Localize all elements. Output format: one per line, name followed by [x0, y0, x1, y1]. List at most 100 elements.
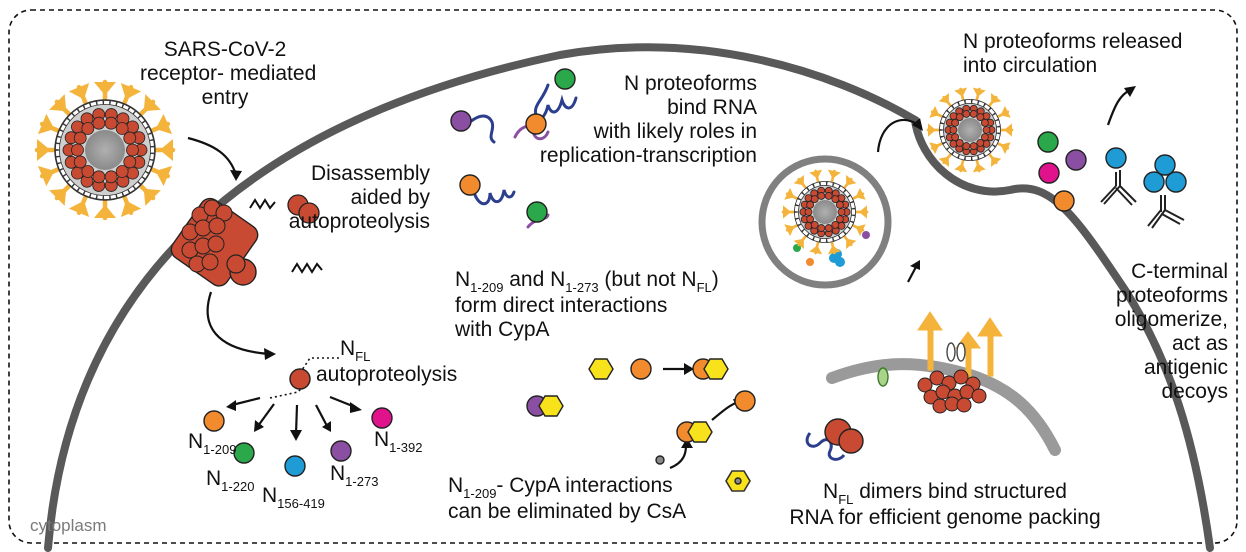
nucleocapsid-unit [817, 224, 826, 232]
dotted-nfl-line [299, 357, 340, 374]
membrane-protein [991, 113, 1000, 122]
nucleocapsid-unit [962, 110, 971, 118]
spike-head [783, 205, 791, 219]
spike-head [938, 156, 949, 167]
nucleocapsid-unit [123, 155, 137, 169]
membrane-protein [109, 100, 118, 107]
membrane-protein [149, 139, 155, 148]
membrane-protein [994, 132, 1001, 141]
membrane-protein [842, 226, 851, 235]
released-proteoforms [1037, 131, 1187, 212]
membrane-protein [938, 123, 945, 131]
virion-in-vesicle [781, 169, 869, 255]
membrane-protein [849, 214, 856, 223]
spike-head [846, 238, 857, 249]
membrane-protein [55, 136, 62, 144]
viral-core [958, 118, 982, 142]
nucleocapsid-unit [969, 142, 978, 150]
spike-head [120, 200, 142, 218]
membrane-protein [842, 189, 851, 198]
nucleocapsid-unit [73, 131, 87, 145]
nucleocapsid-unit [837, 221, 846, 230]
disassembly-label: Disassembly aided by autoproteolysis [288, 162, 430, 233]
membrane-protein [59, 123, 67, 132]
nucleocapsid-unit [81, 122, 95, 135]
spike-head [49, 94, 67, 112]
membrane-protein [121, 189, 130, 197]
membrane-protein [982, 103, 992, 112]
membrane-protein [957, 154, 966, 161]
nucleocapsid-unit [810, 195, 819, 203]
membrane-protein [971, 155, 979, 162]
spike-head [793, 238, 804, 249]
spike-head [143, 94, 161, 112]
membrane-protein [837, 185, 847, 194]
spike-head [827, 245, 841, 255]
membrane-protein [66, 112, 75, 122]
virion-budding [926, 87, 1014, 173]
membrane-protein [141, 171, 150, 180]
spike-head [991, 93, 1002, 104]
nucleocapsid-unit [982, 126, 991, 134]
nucleocapsid-unit [831, 221, 840, 229]
membrane-protein [77, 105, 86, 113]
spike-head [859, 205, 867, 219]
membrane-protein [801, 187, 810, 196]
spike-head [143, 188, 161, 206]
nucleocapsid-unit [982, 139, 991, 148]
nucleocapsid-unit [804, 208, 813, 216]
membrane-protein [96, 194, 104, 200]
spike-head [793, 175, 804, 186]
nucleocapsid-unit [207, 235, 225, 253]
membrane-protein [794, 198, 802, 207]
nucleocapsid-unit [976, 113, 985, 121]
nucleocapsid-unit [837, 208, 846, 216]
nucleocapsid-unit [969, 110, 978, 118]
membrane-protein [149, 152, 155, 161]
nucleocapsid-unit [215, 204, 233, 222]
nfl-label: NFL [340, 337, 371, 364]
fragment-label-n156-419: N156-419 [262, 484, 325, 511]
membrane-protein [89, 100, 98, 108]
spike-head [954, 163, 968, 173]
nucleocapsid-unit [73, 155, 87, 169]
nucleocapsid-unit [201, 253, 219, 271]
nucleocapsid-unit [71, 166, 84, 180]
nucleocapsid-unit [971, 388, 987, 404]
nucleocapsid-unit [810, 221, 819, 229]
membrane-protein [55, 156, 62, 164]
arrow-split-2 [257, 403, 275, 427]
arrow-release-cypa [711, 400, 739, 421]
membrane-protein [141, 120, 150, 129]
membrane-protein [797, 223, 806, 232]
sars-cov-2-virion [34, 79, 176, 221]
membrane-protein [826, 237, 834, 244]
membrane-protein [77, 187, 86, 195]
membrane-protein [946, 105, 955, 114]
membrane-protein [137, 176, 146, 185]
spike-head [809, 245, 823, 255]
nucleocapsid-unit [951, 118, 960, 127]
membrane-protein [71, 108, 80, 117]
free-rna-squiggle-2 [291, 262, 323, 274]
spike-head [1000, 142, 1011, 155]
nucleocapsid-unit [194, 219, 212, 237]
membrane-protein [951, 101, 960, 110]
membrane-protein [127, 106, 136, 115]
spike-head [928, 123, 936, 137]
spike-head [954, 87, 968, 97]
spike-head [120, 82, 142, 100]
nucleocapsid-unit [953, 369, 969, 385]
membrane-protein [837, 230, 847, 239]
membrane-protein [793, 211, 800, 219]
membrane-protein [987, 107, 996, 116]
nucleocapsid-cluster [170, 197, 259, 287]
spike-head [784, 187, 795, 200]
membrane-protein [806, 232, 815, 241]
nucleocapsid-unit [81, 165, 95, 178]
membrane-protein [846, 220, 855, 229]
membrane-protein [938, 129, 945, 137]
membrane-protein [89, 192, 98, 200]
membrane-protein [964, 98, 972, 105]
outer-dashed-border [8, 9, 1238, 544]
